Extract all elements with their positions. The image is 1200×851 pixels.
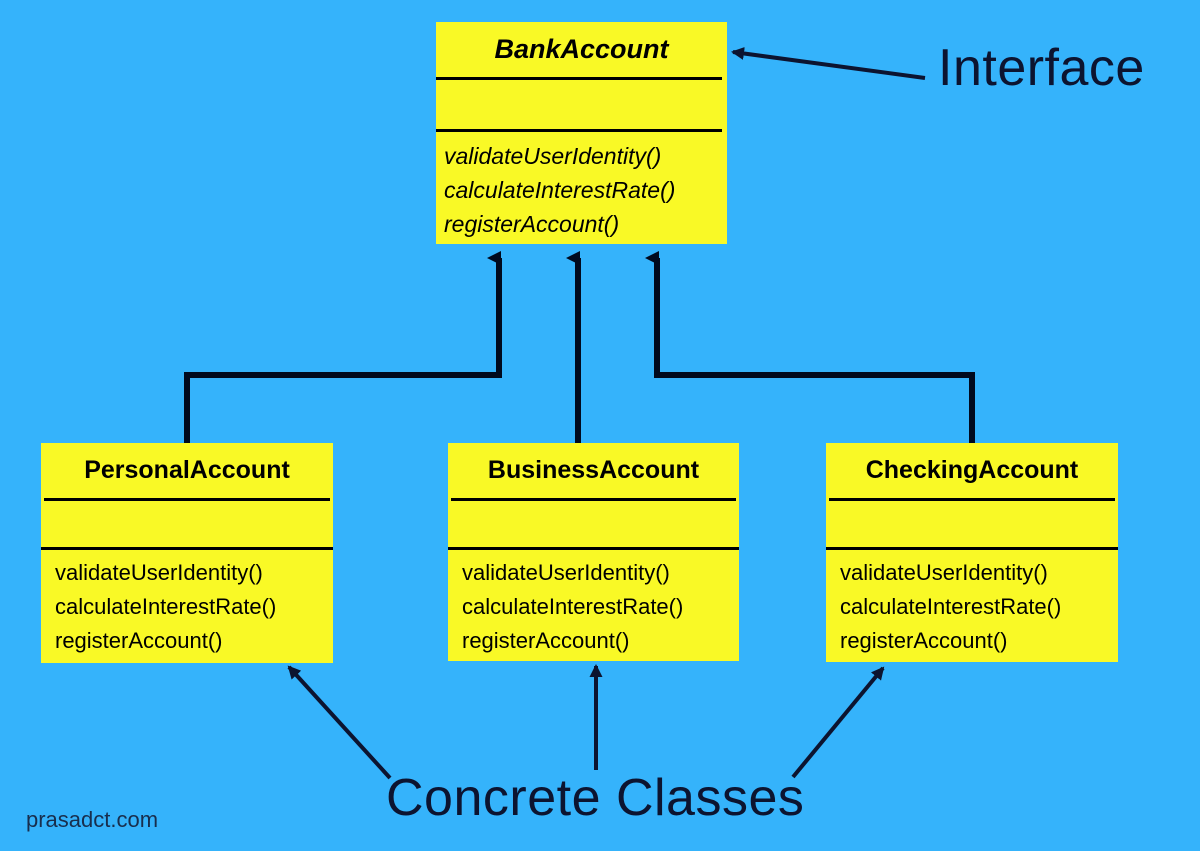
uml-method: calculateInterestRate() [840,594,1062,619]
uml-method: validateUserIdentity() [462,560,670,585]
uml-attributes-personalaccount [41,498,333,547]
uml-class-checkingaccount[interactable]: CheckingAccount validateUserIdentity() c… [826,443,1118,662]
uml-divider-attrs-methods [448,547,739,550]
uml-divider-attrs-methods [436,129,722,132]
uml-divider-name-attrs [829,498,1115,501]
connector-checkingaccount-to-bankaccount [645,251,975,443]
uml-attributes-bankaccount [436,77,727,129]
uml-divider-name-attrs [451,498,736,501]
pointer-interface-to-bankaccount [731,47,926,80]
uml-methods-personalaccount: validateUserIdentity() calculateInterest… [41,547,333,658]
uml-methods-checkingaccount: validateUserIdentity() calculateInterest… [826,547,1118,658]
uml-methods-bankaccount: validateUserIdentity() calculateInterest… [436,129,727,241]
watermark-text: prasadct.com [26,807,159,832]
uml-method: registerAccount() [444,211,620,237]
pointer-concrete-to-personalaccount [287,665,392,780]
uml-attributes-businessaccount [448,498,739,547]
uml-method: calculateInterestRate() [55,594,277,619]
uml-class-name-personalaccount: PersonalAccount [84,456,290,484]
uml-method: validateUserIdentity() [444,143,662,169]
uml-method: validateUserIdentity() [55,560,263,585]
pointer-concrete-to-checkingaccount [791,666,885,779]
annotation-interface-label: Interface [938,39,1145,97]
uml-method: validateUserIdentity() [840,560,1048,585]
connector-personalaccount-to-bankaccount [184,251,502,443]
uml-divider-attrs-methods [41,547,333,550]
uml-divider-attrs-methods [826,547,1118,550]
uml-class-personalaccount[interactable]: PersonalAccount validateUserIdentity() c… [41,443,333,663]
uml-method: calculateInterestRate() [444,177,676,203]
uml-method: registerAccount() [55,628,223,653]
uml-class-bankaccount[interactable]: BankAccount validateUserIdentity() calcu… [436,22,727,244]
uml-class-businessaccount[interactable]: BusinessAccount validateUserIdentity() c… [448,443,739,661]
uml-class-name-businessaccount: BusinessAccount [487,456,700,484]
uml-method: registerAccount() [462,628,630,653]
uml-methods-businessaccount: validateUserIdentity() calculateInterest… [448,547,739,658]
uml-class-name-bankaccount: BankAccount [494,34,669,64]
uml-divider-name-attrs [44,498,330,501]
uml-class-name-checkingaccount: CheckingAccount [865,456,1079,484]
uml-method: registerAccount() [840,628,1008,653]
annotation-concrete-classes-label: Concrete Classes [386,769,805,827]
uml-attributes-checkingaccount [826,498,1118,547]
uml-method: calculateInterestRate() [462,594,684,619]
uml-divider-name-attrs [436,77,722,80]
